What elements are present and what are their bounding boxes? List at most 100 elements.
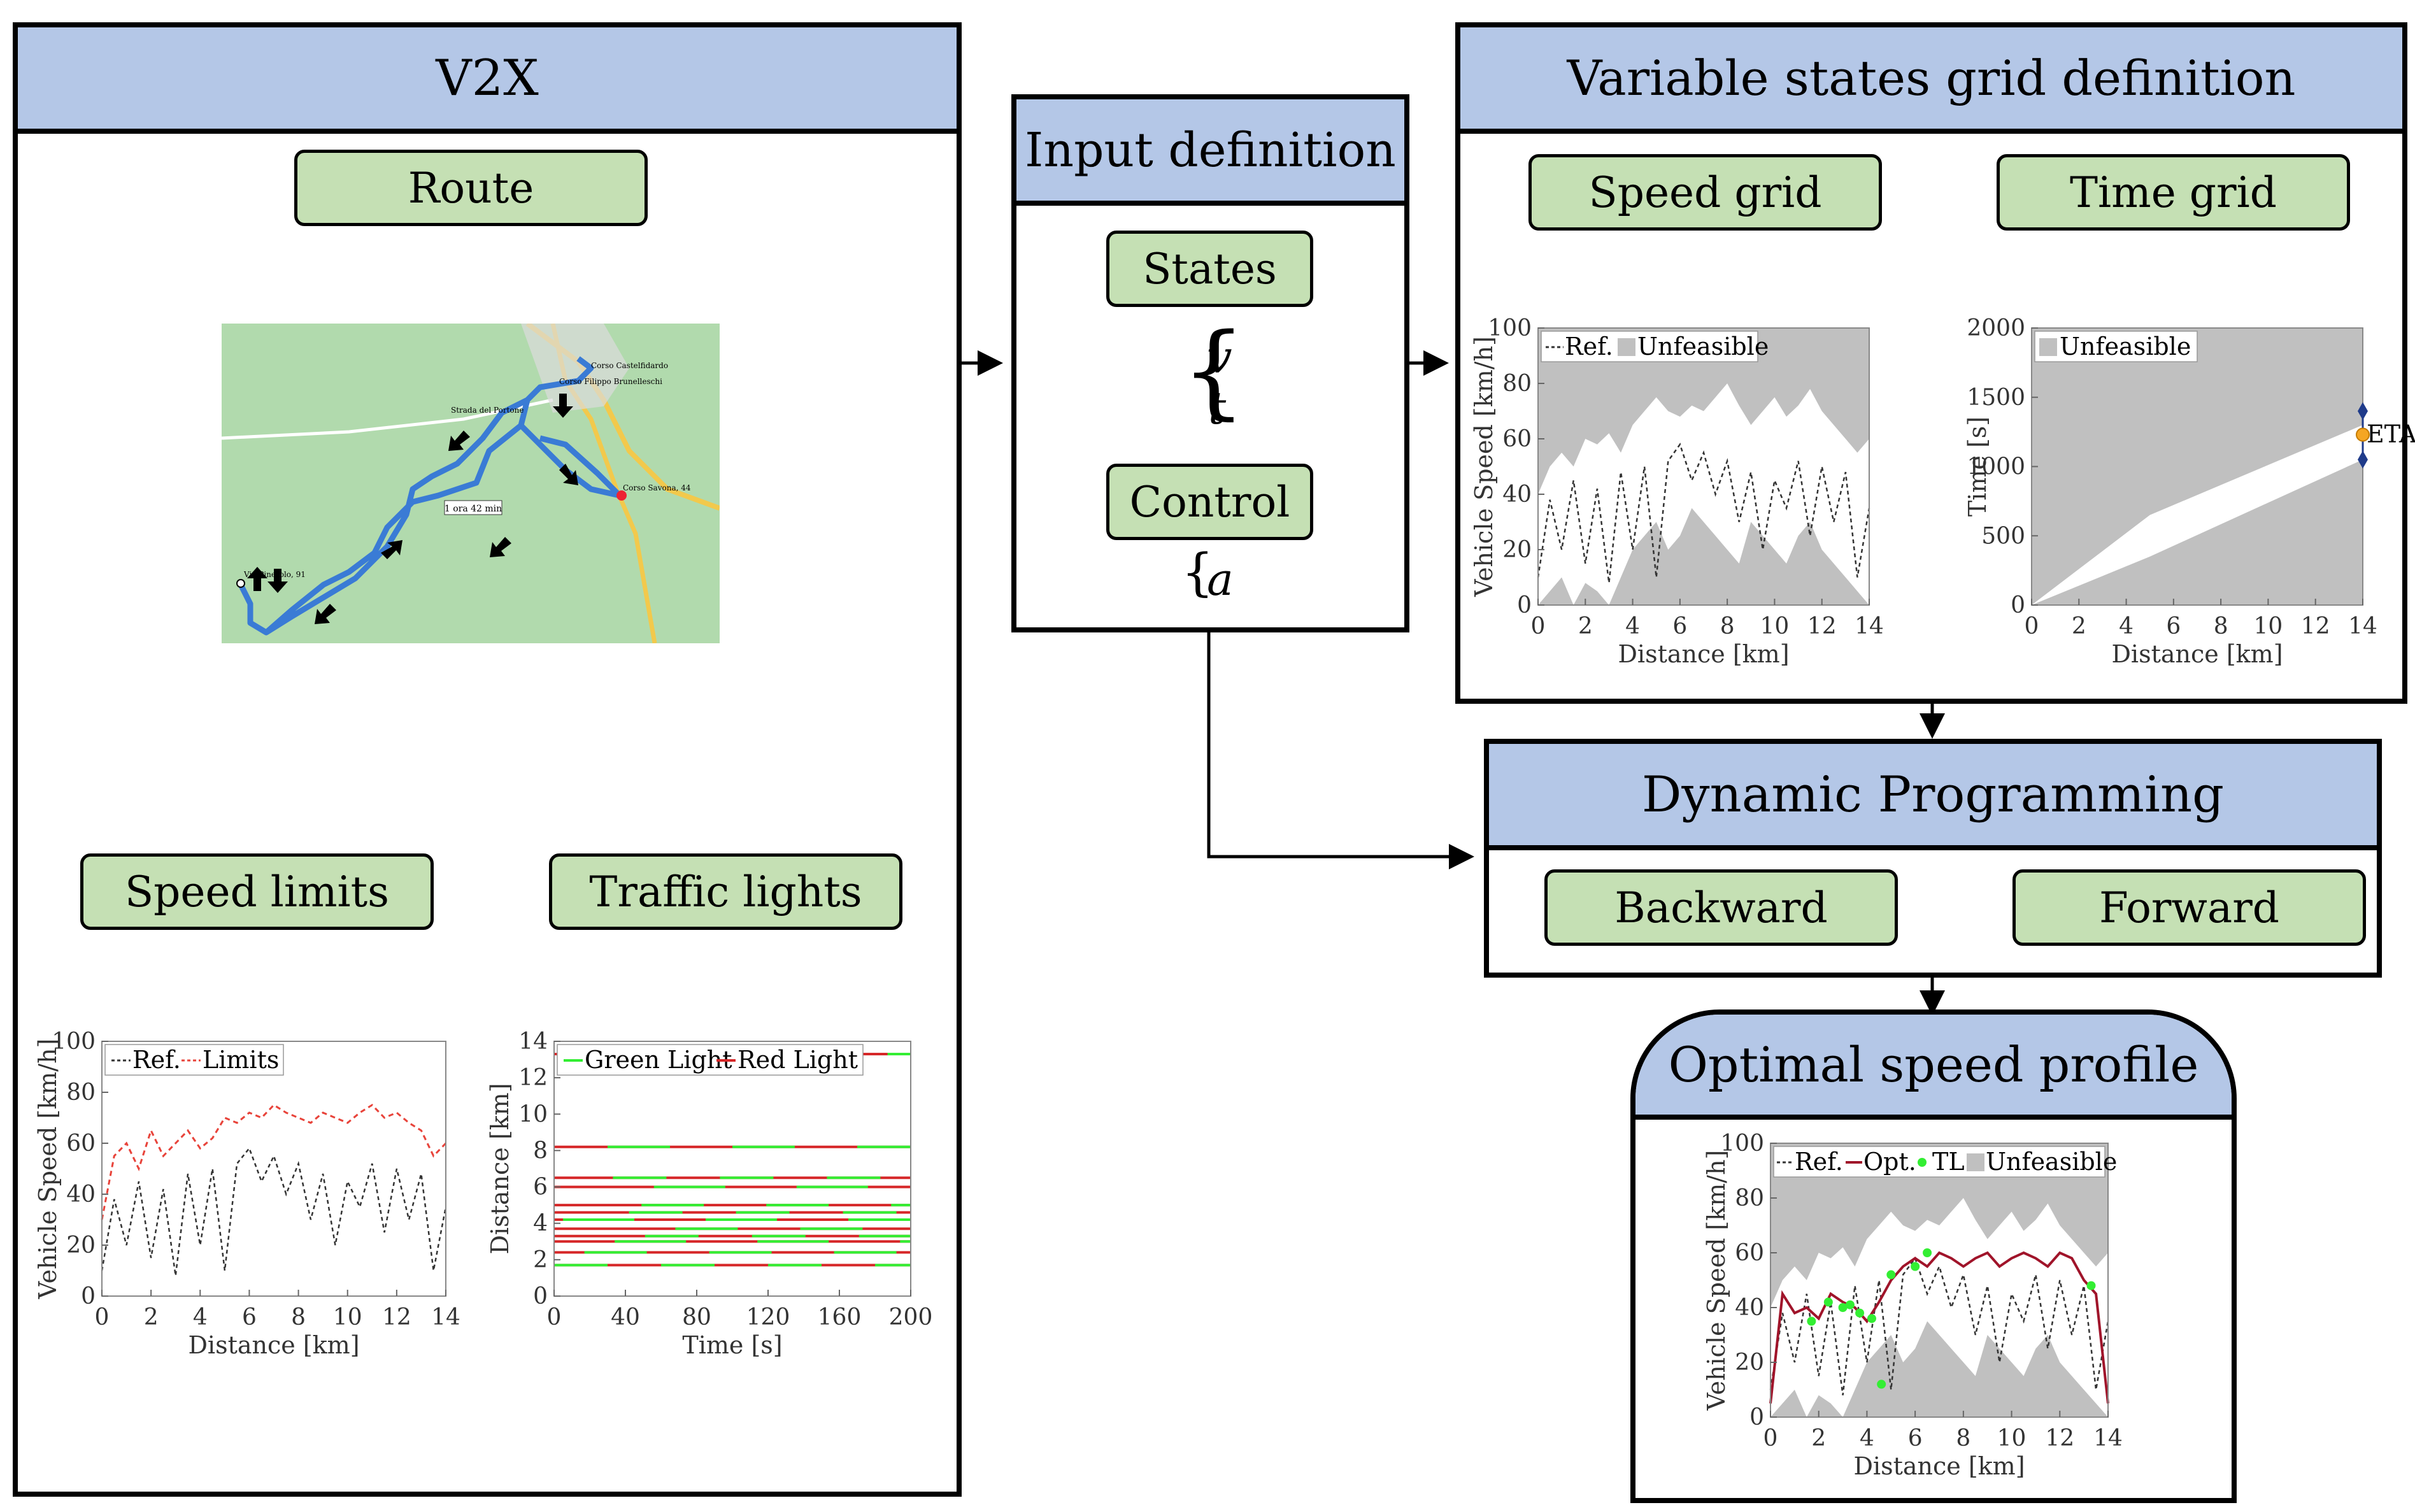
optimal-header: Optimal speed profile: [1635, 1015, 2232, 1120]
speedlimits-ytick-label: 40: [66, 1181, 96, 1208]
input-header: Input definition: [1011, 94, 1409, 206]
optimal-xlabel: Distance [km]: [1853, 1452, 2025, 1480]
route-map: 1 ora 42 min Corso Castelfidardo Corso F…: [222, 324, 720, 643]
speedlimits-xtick-label: 0: [95, 1304, 110, 1330]
optimal-ytick-label: 100: [1720, 1130, 1764, 1157]
control-vars: { a: [1181, 547, 1283, 615]
speedgrid-ytick-label: 80: [1502, 371, 1532, 397]
map-label-time: 1 ora 42 min: [445, 504, 502, 514]
speedlimits-axes-box: [101, 1041, 446, 1297]
state-vars: { v t: [1181, 320, 1283, 439]
tl-point: [1911, 1262, 1920, 1271]
speedlimits-ytick-label: 60: [66, 1130, 96, 1157]
optimal-xtick-label: 10: [1997, 1425, 2027, 1451]
timegrid-legend-unfeasible-label: Unfeasible: [2060, 332, 2191, 360]
trafficlights-ytick-label: 12: [518, 1065, 548, 1091]
speedlimits-xtick-label: 14: [431, 1304, 460, 1330]
trafficlights-ytick-label: 14: [518, 1029, 548, 1055]
tl-point: [1807, 1316, 1816, 1326]
timegrid-xlabel: Distance [km]: [2111, 640, 2283, 668]
route-box: Route: [294, 150, 648, 226]
trafficlights-xtick-label: 0: [547, 1304, 562, 1330]
optimal-legend-unfeasible-swatch: [1967, 1153, 1984, 1171]
speedgrid-legend-unfeasible-label: Unfeasible: [1637, 332, 1769, 360]
speedlimits-xtick-label: 4: [193, 1304, 208, 1330]
timegrid-xtick-label: 6: [2166, 613, 2181, 639]
grid-header: Variable states grid definition: [1455, 22, 2407, 134]
trafficlights-ytick-label: 8: [533, 1138, 548, 1164]
speedgrid-ref-line: [1537, 442, 1870, 583]
optimal-axes-box: [1770, 1143, 2109, 1418]
speedgrid-xtick-label: 6: [1672, 613, 1687, 639]
optimal-xtick-label: 2: [1811, 1425, 1826, 1451]
limits-series-line: [101, 1104, 447, 1220]
control-var-a: a: [1207, 553, 1234, 606]
optimal-xtick-label: 8: [1956, 1425, 1970, 1451]
tl-point: [1867, 1314, 1876, 1323]
optimal-ytick-label: 80: [1735, 1185, 1764, 1211]
grid-title: Variable states grid definition: [1567, 50, 2296, 106]
tl-point: [2086, 1281, 2096, 1290]
timegrid-xtick-label: 12: [2301, 613, 2330, 639]
timegrid-ytick-label: 2000: [1967, 315, 2025, 341]
speedlimits-ytick-label: 20: [66, 1232, 96, 1259]
dp-title: Dynamic Programming: [1641, 766, 2225, 824]
state-var-t: t: [1208, 382, 1227, 434]
time-grid-box: Time grid: [1997, 154, 2350, 231]
optimal-legend-tl-label: TL: [1932, 1148, 1965, 1176]
trafficlights-xtick-label: 40: [611, 1304, 640, 1330]
speedgrid-ytick-label: 100: [1488, 315, 1532, 341]
timegrid-legend-unfeasible-swatch: [2039, 338, 2057, 356]
route-label: Route: [408, 163, 534, 213]
tl-point: [1886, 1270, 1896, 1280]
map-label-castelfidardo: Corso Castelfidardo: [591, 361, 668, 370]
tl-point: [1877, 1380, 1886, 1389]
optimal-ytick-label: 40: [1735, 1295, 1764, 1321]
speedgrid-legend-unfeasible-swatch: [1618, 338, 1635, 356]
trafficlights-legend-box: [557, 1044, 864, 1076]
state-var-v: v: [1207, 331, 1232, 383]
speedgrid-axes-box: [1537, 327, 1870, 606]
speedlimits-xtick-label: 2: [144, 1304, 159, 1330]
legend-limits-label: Limits: [203, 1046, 279, 1074]
timegrid-ytick-label: 1500: [1967, 385, 2025, 411]
speedgrid-xlabel: Distance [km]: [1618, 640, 1789, 668]
optimal-ytick-label: 0: [1749, 1404, 1764, 1430]
v2x-header: V2X: [13, 22, 962, 134]
trafficlights-ytick-label: 2: [533, 1247, 548, 1273]
optimal-xtick-label: 4: [1860, 1425, 1874, 1451]
optimal-legend-ref-label: Ref.: [1795, 1148, 1843, 1176]
speedlimits-xlabel: Distance [km]: [188, 1331, 359, 1359]
legend-ref-label: Ref.: [132, 1046, 181, 1074]
optimal-legend-unfeasible-label: Unfeasible: [1986, 1148, 2117, 1176]
speedgrid-ytick-label: 40: [1502, 481, 1532, 508]
speedgrid-legend-ref-label: Ref.: [1565, 332, 1613, 360]
trafficlights-xtick-label: 200: [889, 1304, 933, 1330]
speedgrid-xtick-label: 14: [1855, 613, 1884, 639]
speedgrid-xtick-label: 8: [1720, 613, 1735, 639]
eta-point: [2356, 427, 2370, 442]
v2x-title: V2X: [436, 49, 539, 107]
speedlimits-xtick-label: 12: [382, 1304, 411, 1330]
speedlimits-ytick-label: 0: [81, 1283, 96, 1309]
traffic-lights-box: Traffic lights: [549, 853, 902, 930]
optimal-xtick-label: 12: [2045, 1425, 2074, 1451]
timegrid-feasible-band: [2032, 425, 2363, 605]
timegrid-ytick-label: 500: [1981, 523, 2025, 549]
timegrid-ylabel: Time [s]: [1963, 417, 1991, 517]
timegrid-xtick-label: 4: [2119, 613, 2134, 639]
optimal-legend-box: [1773, 1146, 2105, 1178]
optimal-ytick-label: 20: [1735, 1350, 1764, 1376]
control-brace: {: [1181, 543, 1214, 602]
states-label: States: [1143, 244, 1277, 294]
legend-red-label: Red Light: [737, 1046, 858, 1074]
map-label-portone: Strada del Portone: [451, 406, 524, 415]
optimal-panel: Optimal speed profile: [1630, 1009, 2237, 1503]
ref-series-line: [101, 1146, 447, 1276]
timegrid-xtick-label: 10: [2254, 613, 2283, 639]
state-brace: {: [1181, 311, 1246, 430]
speedgrid-ytick-label: 0: [1517, 592, 1532, 618]
